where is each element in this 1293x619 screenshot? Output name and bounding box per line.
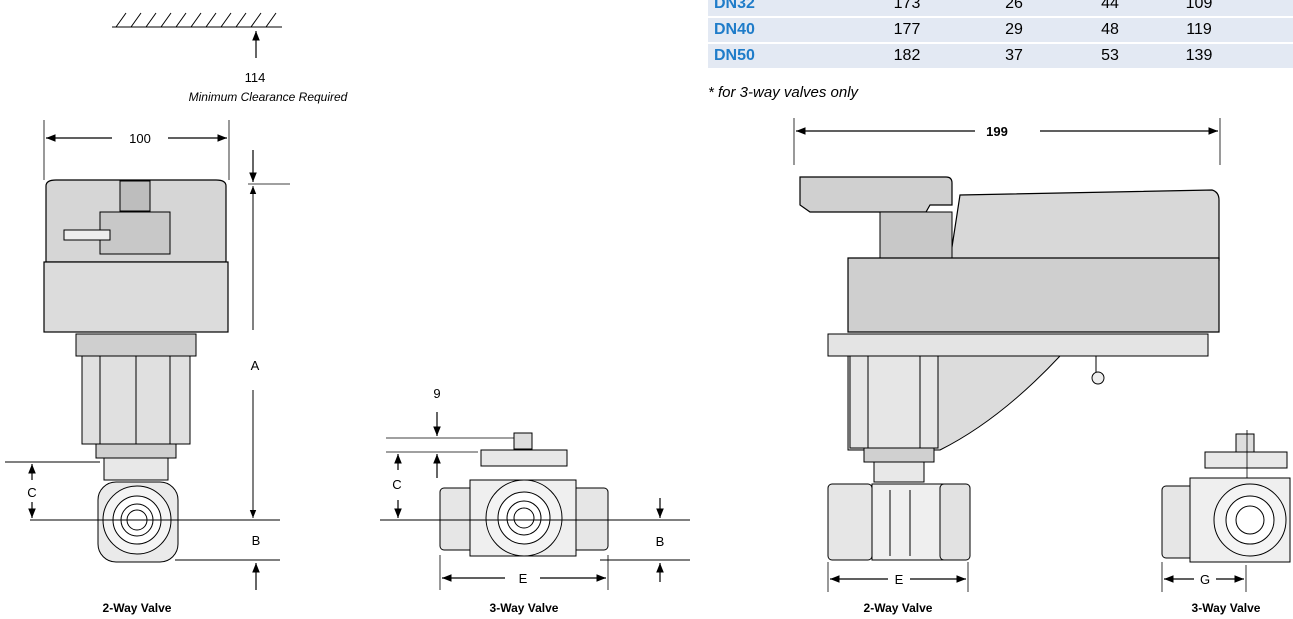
width-value: 100 [129,131,151,146]
label-e-right: E [895,572,904,587]
actuator-base [43,261,229,333]
left-2way-view: 114 Minimum Clearance Required 100 [5,12,348,615]
table-cell-dn: DN32 [708,0,846,16]
dimensions-table: DN32 173 26 44 109 DN40 177 29 48 119 DN… [708,0,1293,70]
mid-3way-view: 9 C B E 3-Way Valve [380,386,690,615]
label-e-mid: E [519,571,528,586]
clearance-text: Minimum Clearance Required [189,90,348,104]
table-cell: 173 [846,0,968,16]
table-row: DN50 182 37 53 139 [708,44,1293,68]
table-cell: 48 [1060,18,1160,42]
valve-body-2way-right [827,483,971,561]
caption-3way-right: 3-Way Valve [1192,601,1261,615]
table-cell-dn: DN40 [708,18,846,42]
table-cell: 182 [846,44,968,68]
large-actuator [799,176,1220,483]
label-a: A [251,358,260,373]
label-b: B [252,533,261,548]
table-cell: 109 [1160,0,1238,16]
valve-body-3way-right [1161,430,1291,563]
ceiling-hatch [112,12,282,28]
table-cell-dn: DN50 [708,44,846,68]
table-cell: 26 [968,0,1060,16]
table-row: DN40 177 29 48 119 [708,18,1293,42]
table-cell: 53 [1060,44,1160,68]
caption-2way-right: 2-Way Valve [864,601,933,615]
table-cell [1238,18,1293,42]
table-cell: 44 [1060,0,1160,16]
caption-2way-left: 2-Way Valve [103,601,172,615]
table-row: DN32 173 26 44 109 [708,0,1293,16]
clearance-value: 114 [245,70,266,85]
dim-9: 9 [433,386,440,401]
table-cell: 119 [1160,18,1238,42]
table-cell [1238,44,1293,68]
valve-body-3way [439,432,609,557]
table-footnote: * for 3-way valves only [708,84,859,101]
width-199: 199 [986,124,1008,139]
table-cell: 37 [968,44,1060,68]
label-c: C [27,485,36,500]
label-g-right: G [1200,572,1210,587]
table-cell [1238,0,1293,16]
valve-body-2way [97,481,179,563]
caption-3way-mid: 3-Way Valve [490,601,559,615]
table-cell: 177 [846,18,968,42]
label-b-mid: B [656,534,665,549]
right-views: 199 E 2-Way Valve [793,118,1291,615]
label-c-mid: C [392,477,401,492]
table-cell: 29 [968,18,1060,42]
table-cell: 139 [1160,44,1238,68]
